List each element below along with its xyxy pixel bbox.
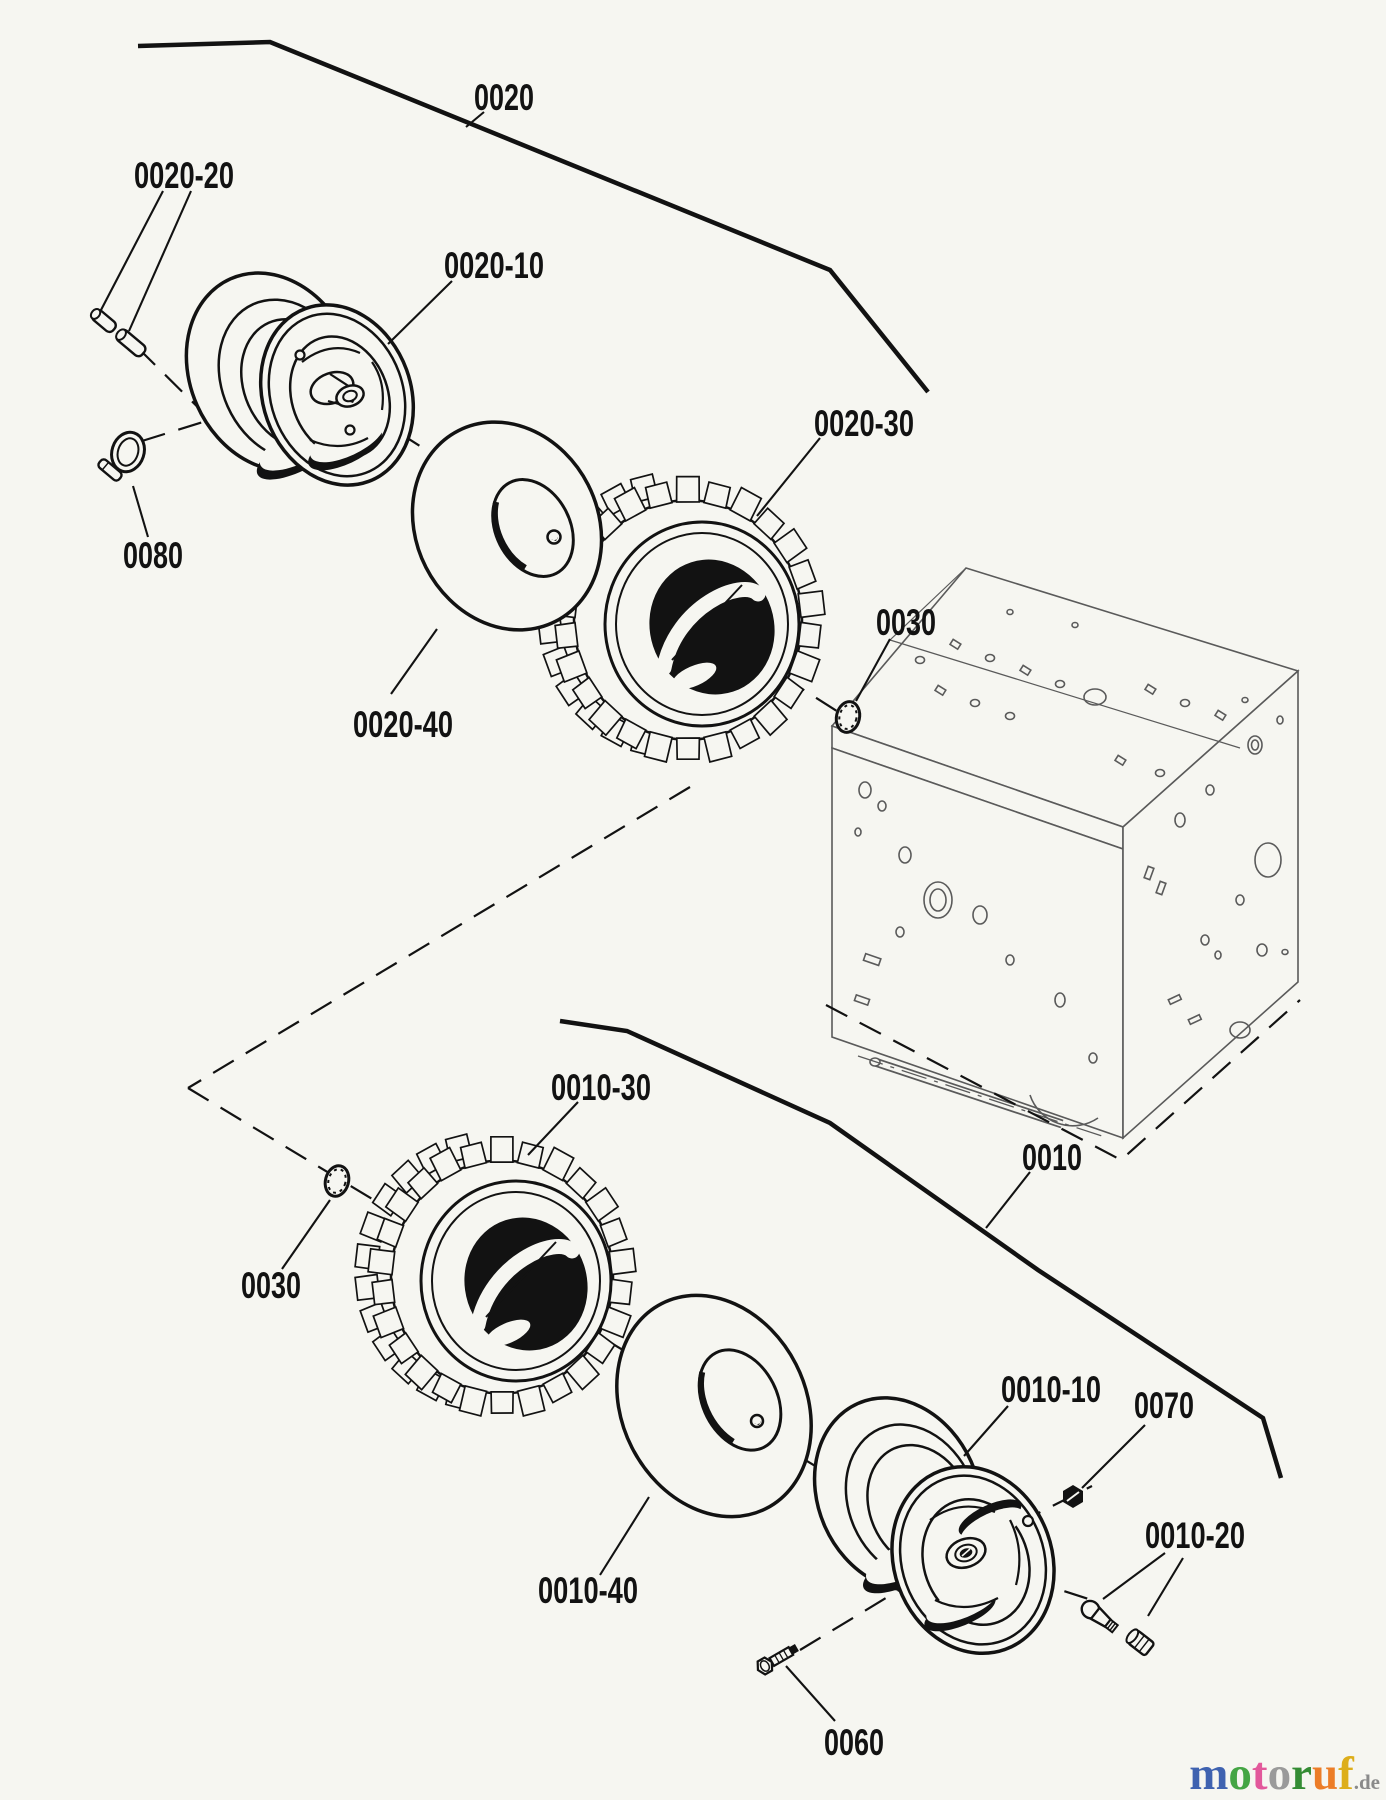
motoruf-logo-word: motoruf (1189, 1748, 1353, 1800)
tire-lower (354, 1133, 637, 1417)
chassis-holes (853, 608, 1289, 1064)
callout-0080: 0080 (123, 535, 183, 576)
callout-0010-10: 0010-10 (1001, 1369, 1101, 1410)
logo-letter: o (1228, 1748, 1252, 1800)
valve-stem (1080, 1599, 1120, 1634)
callout-0030-a: 0030 (876, 602, 936, 643)
callout-0010-20: 0010-20 (1145, 1515, 1245, 1556)
retaining-ring-upper (834, 700, 862, 734)
callout-0070: 0070 (1134, 1385, 1194, 1426)
hub-pin-small (89, 307, 117, 334)
hub-nut (1063, 1485, 1083, 1508)
callout-0020: 0020 (474, 77, 534, 118)
logo-letter: u (1311, 1748, 1339, 1800)
hub-upper (309, 370, 365, 408)
motoruf-logo-suffix: .de (1353, 1770, 1380, 1794)
logo-letter: m (1189, 1748, 1229, 1800)
retaining-ring-lower (323, 1164, 351, 1198)
bolt (756, 1644, 799, 1676)
callout-0020-30: 0020-30 (814, 403, 914, 444)
wheel-rim-lower (812, 1396, 1056, 1656)
hub-lower (945, 1536, 987, 1570)
callout-0010: 0010 (1022, 1137, 1082, 1178)
group-boundary-0010 (559, 1018, 1284, 1479)
callout-labels: 0020 0020-20 0020-10 0020-30 0080 0030 0… (123, 77, 1245, 1763)
logo-letter: f (1338, 1748, 1354, 1800)
callout-0060: 0060 (824, 1722, 884, 1763)
logo-letter: r (1291, 1748, 1312, 1800)
callout-0020-20: 0020-20 (134, 155, 234, 196)
valve-cap (1125, 1628, 1155, 1657)
callout-0010-40: 0010-40 (538, 1570, 638, 1611)
callout-0030-b: 0030 (241, 1265, 301, 1306)
group-boundary-0020 (137, 39, 930, 394)
hub-pin-large (115, 328, 147, 358)
callout-0010-30: 0010-30 (551, 1067, 651, 1108)
rim-disc-lower (615, 1293, 813, 1519)
chassis-frame (830, 567, 1300, 1140)
wheel-rim-upper (184, 271, 416, 487)
callout-0020-10: 0020-10 (444, 245, 544, 286)
motoruf-logo[interactable]: motoruf.de (1189, 1751, 1380, 1798)
logo-letter: t (1251, 1748, 1268, 1800)
rim-disc-upper (410, 420, 604, 632)
logo-letter: o (1267, 1748, 1292, 1800)
leader-lines (100, 111, 1184, 1722)
callout-0020-40: 0020-40 (353, 704, 453, 745)
ring-pin (97, 430, 146, 482)
